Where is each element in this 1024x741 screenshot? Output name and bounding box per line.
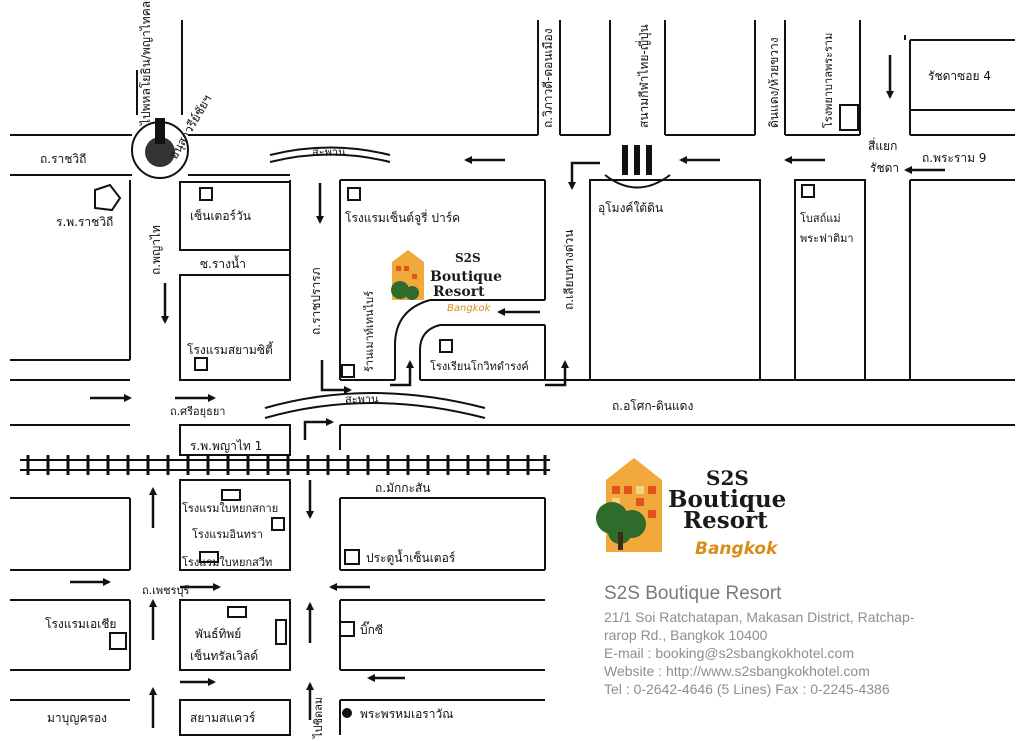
bridge-top: [269, 146, 391, 163]
logo-small-s2s: S2S: [455, 251, 481, 265]
label-phahonyothin: ไปพหลโยธิน/พญาไทคลาย: [139, 0, 153, 126]
label-bai-yok-suite: โรงแรมใบหยกสวีท: [182, 555, 272, 569]
label-ratchaprarop-road: ถ.ราชปรารภ: [309, 267, 323, 335]
phone-text: Tel : 0-2642-4646 (5 Lines) Fax : 0-2245…: [604, 681, 890, 697]
logo-small-line2: Resort: [433, 284, 485, 300]
logo-large-line2: Resort: [683, 507, 768, 534]
victory-monument-icon: [131, 118, 189, 179]
address-line-2: rarop Rd., Bangkok 10400: [604, 627, 768, 643]
label-pratunam-center: ประตูน้ำเซ็นเตอร์: [366, 549, 456, 566]
label-mah-boonkrong: มาบุญครอง: [47, 711, 107, 726]
label-siam-city-hotel: โรงแรมสยามซิตี้: [187, 341, 274, 357]
contact-info: S2S Boutique Resort 21/1 Soi Ratchatapan…: [604, 582, 1014, 698]
railway-track: [20, 455, 550, 475]
label-phayathai-road: ถ.พญาไท: [149, 225, 163, 275]
label-sri-ayutthaya: ถ.ศรีอยุธยา: [170, 405, 225, 418]
direction-arrows: [70, 55, 945, 728]
label-asok-din-daeng: ถ.อโศก-ดินแดง: [612, 399, 693, 413]
label-mansion-shop: ร้านเมาท์เทนไบร์: [363, 291, 376, 372]
label-soi-rangnam: ซ.รางน้ำ: [200, 255, 246, 271]
label-rajvithi-road: ถ.ราชวิถี: [40, 152, 86, 166]
logo-large-city: Bangkok: [695, 539, 779, 559]
logo-large-s2s: S2S: [706, 466, 749, 490]
label-bridge-top: สะพาน: [312, 146, 346, 159]
label-bai-yok-sky: โรงแรมใบหยกสกาย: [182, 501, 278, 515]
label-center-one: เซ็นเตอร์วัน: [190, 208, 251, 223]
label-ploenchit: ไปชิดลม: [312, 697, 325, 739]
website-text: Website : http://www.s2sbangkokhotel.com: [604, 663, 870, 679]
erawan-icon: [342, 708, 352, 718]
label-church-2: พระฟาติมา: [800, 232, 854, 245]
label-erawan: พระพรหมเอราวัณ: [360, 707, 453, 721]
label-thai-japan-stadium-1: สนามกีฬาไทย-ญี่ปุ่น: [635, 24, 652, 128]
underpass-icon: [604, 145, 671, 189]
label-church-1: โบสถ์แม่: [800, 211, 841, 225]
label-ratchada-soi4: รัชดาซอย 4: [928, 69, 991, 83]
label-kovit-school: โรงเรียนโกวิทดำรงค์: [430, 359, 529, 373]
email-text: E-mail : booking@s2sbangkokhotel.com: [604, 645, 855, 661]
label-liap-thang-duan: ถ.เลียบทางด่วน: [562, 230, 576, 310]
place-markers: [94, 104, 859, 650]
label-central-world: เซ็นทรัลเวิลด์: [190, 648, 258, 663]
label-big-c: บิ๊กซี: [360, 621, 383, 637]
road-lines: [10, 20, 1015, 736]
label-indra-hotel: โรงแรมอินทรา: [192, 527, 263, 541]
label-din-daeng-huai-khwang: ดินแดง/ห้วยขวาง: [767, 37, 781, 128]
s2s-logo-small: S2S Boutique Resort Bangkok: [391, 250, 502, 314]
label-prachanukroh: โรงพยาบาลพระราม: [821, 33, 835, 128]
s2s-logo-large: S2S Boutique Resort Bangkok: [596, 458, 786, 559]
label-rama9-road: ถ.พระราม 9: [922, 151, 986, 165]
label-ratchada-intersection-2: รัชดา: [870, 161, 899, 175]
bridge-mid: [264, 392, 486, 419]
label-underpass: อุโมงค์ใต้ดิน: [598, 201, 663, 216]
logo-small-city: Bangkok: [447, 303, 492, 314]
logo-large-line1: Boutique: [668, 486, 786, 513]
label-century-park: โรงแรมเซ็นต์จูรี่ ปาร์ค: [345, 209, 460, 226]
label-rajvithi-hospital: ร.พ.ราชวิถี: [56, 215, 113, 229]
label-pantip: พันธ์ทิพย์: [195, 627, 241, 641]
hotel-name: S2S Boutique Resort: [604, 583, 782, 604]
label-phayathai1-hospital: ร.พ.พญาไท 1: [190, 439, 262, 453]
label-petchaburi: ถ.เพชรบุรี: [142, 584, 190, 597]
label-siam-square: สยามสแควร์: [190, 711, 256, 725]
label-ratchada-intersection-1: สี่แยก: [868, 137, 897, 153]
logo-small-line1: Boutique: [430, 269, 502, 285]
label-vibhavadi: ถ.วิภาวดี-ดอนเมือง: [541, 28, 555, 128]
label-makkasan-road: ถ.มักกะสัน: [375, 481, 431, 495]
label-bridge-mid: สะพาน: [345, 393, 379, 406]
address-line-1: 21/1 Soi Ratchatapan, Makasan District, …: [604, 609, 915, 625]
label-asia-hotel: โรงแรมเอเชีย: [45, 617, 116, 631]
